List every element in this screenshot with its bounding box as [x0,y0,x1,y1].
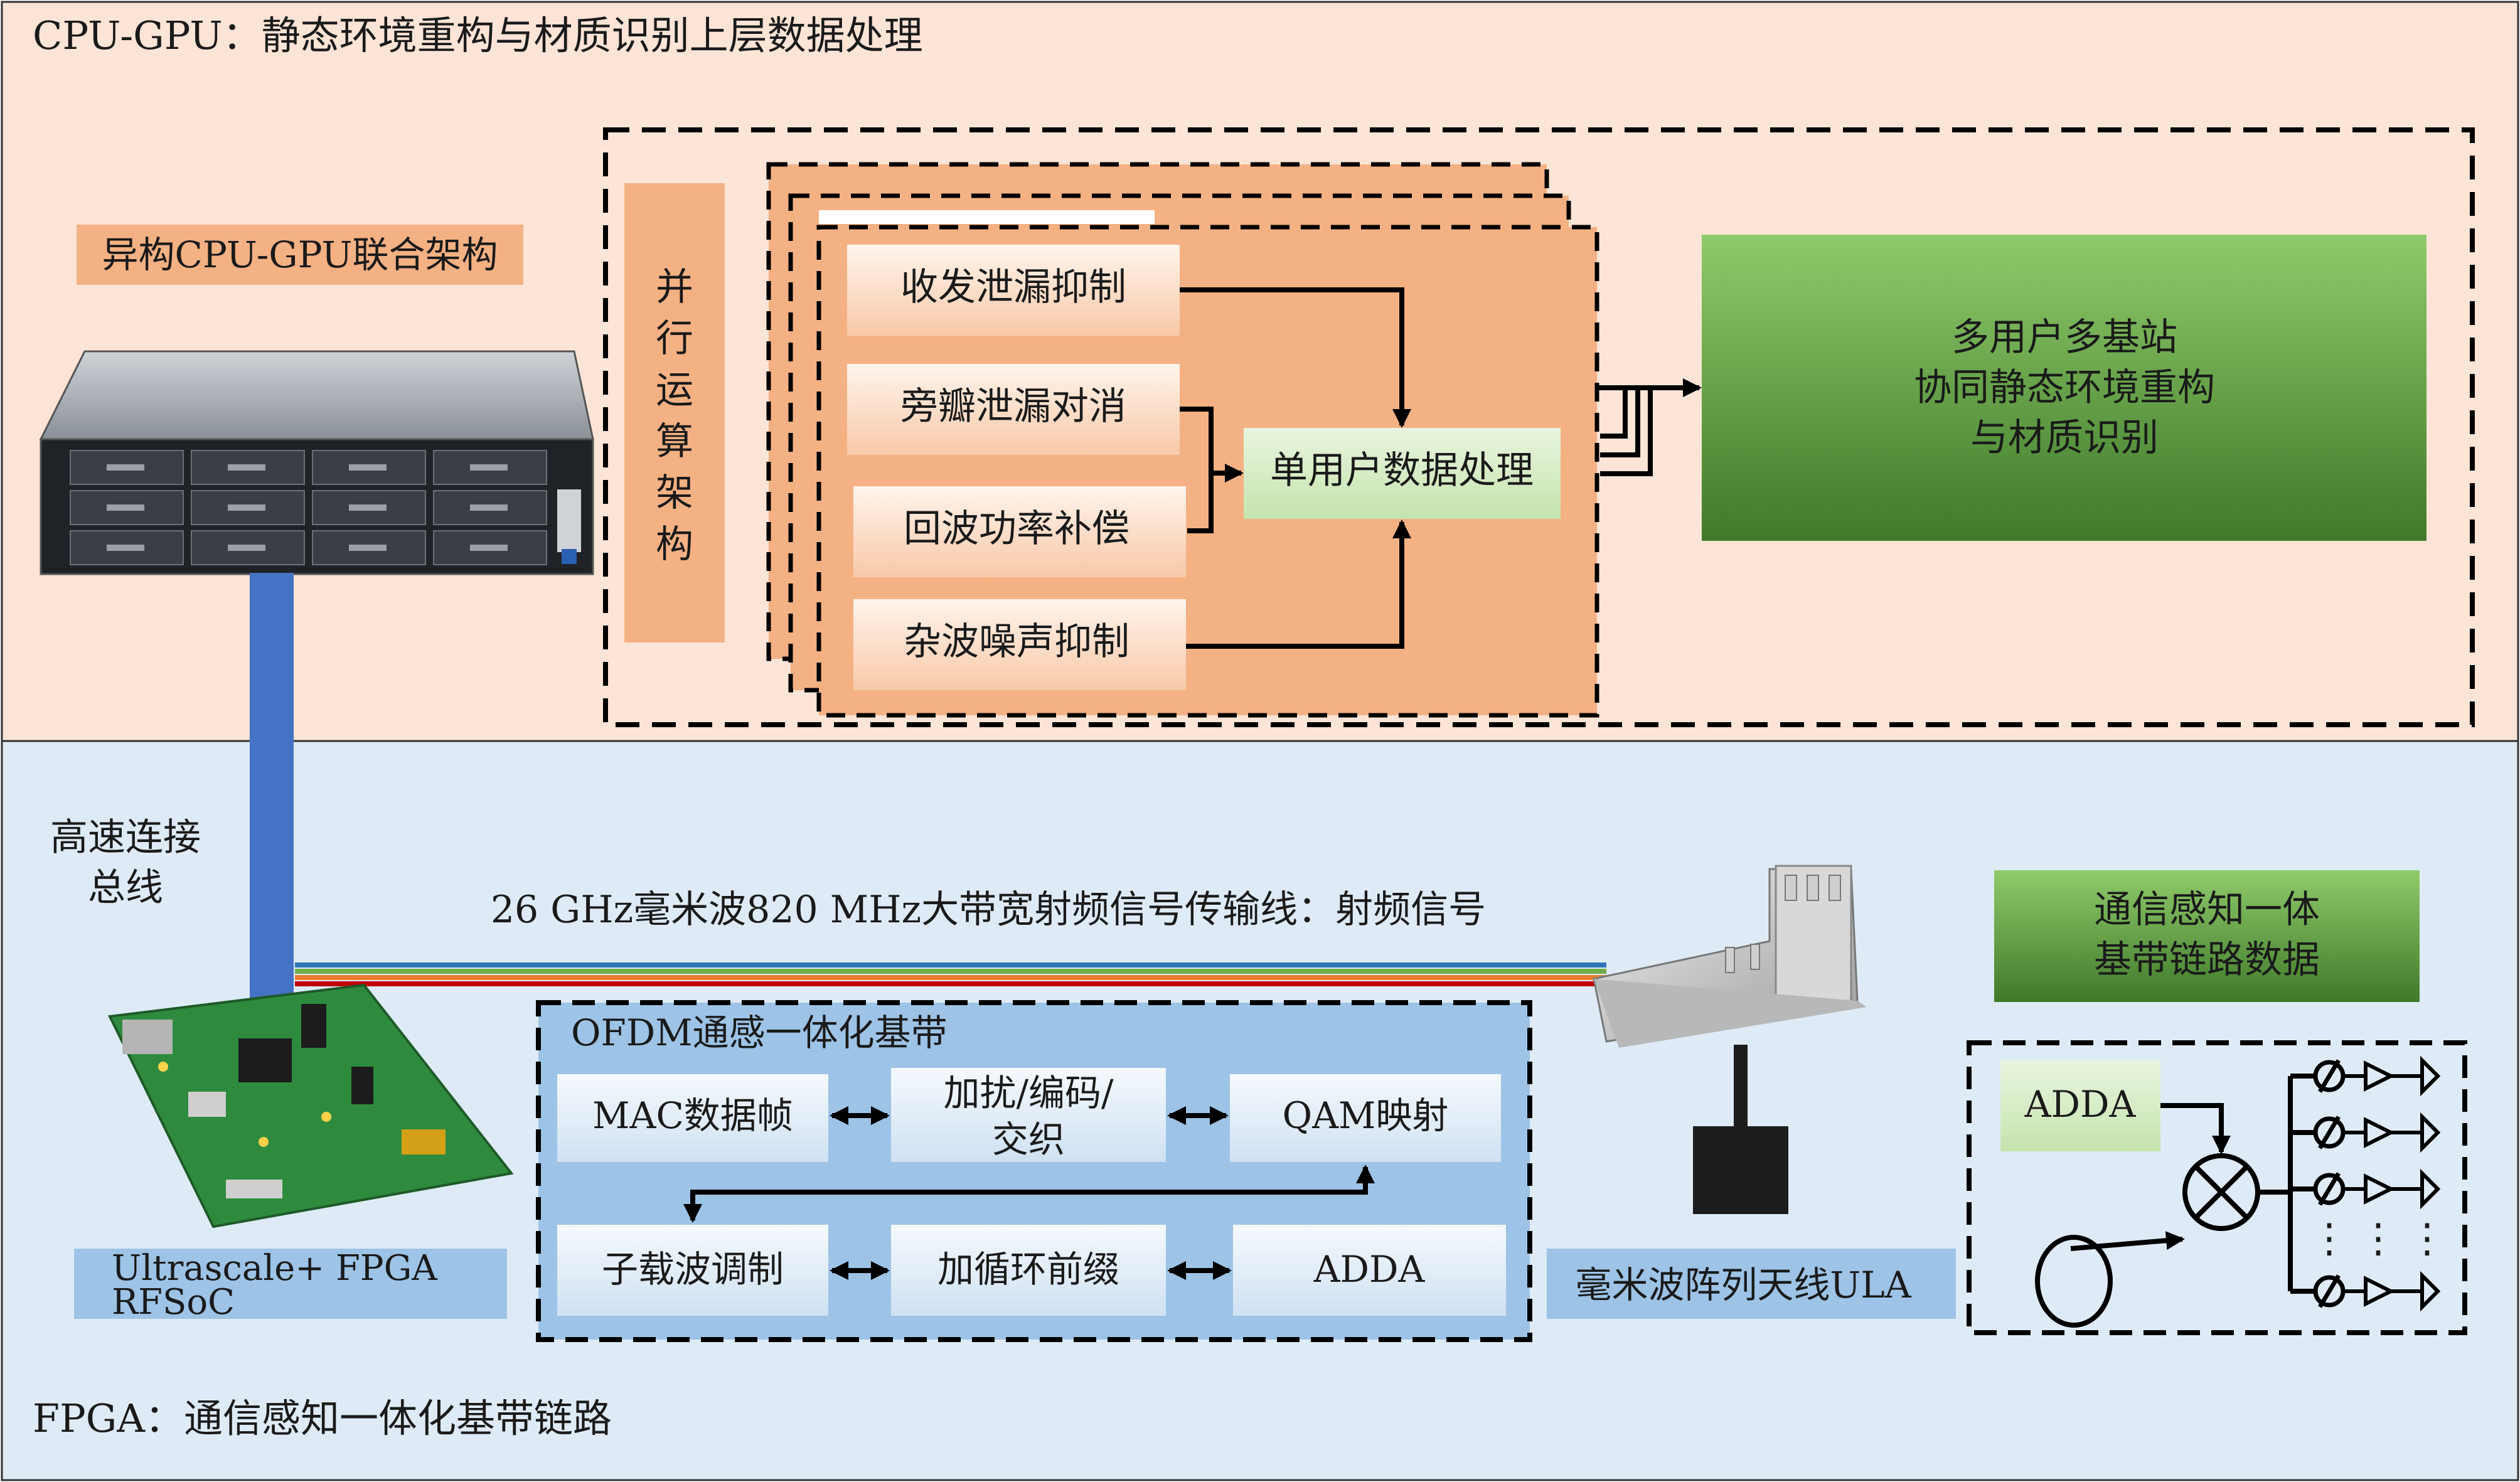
tx-leak-block [847,245,1180,336]
subcarrier-block [557,1225,828,1316]
echo-comp-block [853,486,1186,577]
svg-text:总线: 总线 [88,866,163,910]
antenna-label: 毫米波阵列天线ULA [1575,1264,1911,1306]
rf-adda-label: ADDA [2024,1083,2137,1126]
svg-text:算: 算 [656,420,693,464]
svg-text:架: 架 [656,471,693,515]
clutter-label: 杂波噪声抑制 [904,620,1129,664]
ofdm-connectors [683,1106,1375,1280]
echo-comp-label: 回波功率补偿 [904,507,1129,551]
scramble-label: 加扰/编码/ 交织 [943,1072,1114,1161]
svg-text:与材质识别: 与材质识别 [1970,416,2159,460]
oscillator-icon [2035,1235,2113,1328]
svg-text:并: 并 [656,265,693,309]
multi-user-output-label: 多用户多基站 协同静态环境重构 与材质识别 [1914,316,2215,460]
svg-text:多用户多基站: 多用户多基站 [1951,316,2177,360]
subcarrier-label: 子载波调制 [602,1248,784,1291]
tx-leak-label: 收发泄漏抑制 [900,265,1126,309]
svg-text:加扰/编码/: 加扰/编码/ [943,1072,1114,1114]
side-leak-block [847,364,1180,455]
board-label-box [74,1249,507,1319]
clutter-block [853,599,1186,690]
amplifier-icon [2343,1060,2395,1307]
svg-text:⋮: ⋮ [2407,1215,2447,1262]
fpga-board-icon [107,983,514,1229]
antenna-label-box [1547,1249,1956,1319]
svg-text:构: 构 [656,523,693,567]
side-leak-label: 旁瓣泄漏对消 [900,385,1126,429]
rf-transmission-lines [295,962,1606,986]
antenna-element-icon [2391,1055,2441,1312]
qam-block [1230,1074,1501,1162]
single-user-label: 单用户数据处理 [1270,449,1534,493]
board-label: Ultrascale+ FPGA RFSoC [112,1248,437,1323]
svg-text:⋮: ⋮ [2358,1215,2398,1262]
svg-text:交织: 交织 [992,1118,1065,1161]
rf-chain-region [1967,1040,2467,1335]
processing-region [603,127,2475,727]
platform-label-box [77,225,523,285]
svg-text:通信感知一体: 通信感知一体 [2094,888,2320,932]
rf-chain-connectors [2070,1074,2315,1294]
fpga-section-title: FPGA：通信感知一体化基带链路 [33,1395,612,1441]
adda-label: ADDA [1313,1248,1426,1291]
bus-label: 高速连接 总线 [50,816,201,910]
scramble-block [891,1068,1166,1162]
parallel-arch-label: 并 行 运 算 架 构 [656,265,693,567]
high-speed-bus [250,573,294,1000]
adda-block [1233,1225,1506,1316]
single-user-block [1244,428,1561,519]
parallel-arch-box [624,183,725,642]
rf-adda-block [2000,1060,2160,1151]
svg-text:Ultrascale+ FPGA: Ultrascale+ FPGA [112,1248,437,1289]
svg-text:基带链路数据: 基带链路数据 [2094,938,2320,982]
antenna-array-icon [1593,865,1867,1214]
qam-label: QAM映射 [1283,1094,1449,1137]
processing-connectors [1180,287,1411,649]
svg-text:RFSoC: RFSoC [112,1282,235,1323]
platform-label: 异构CPU-GPU联合架构 [102,233,498,276]
svg-text:运: 运 [656,368,693,412]
mac-block [557,1074,828,1162]
mac-label: MAC数据帧 [592,1094,793,1137]
cpu-section-title: CPU-GPU：静态环境重构与材质识别上层数据处理 [33,13,923,58]
ofdm-title: OFDM通感一体化基带 [571,1011,948,1054]
cp-block [891,1225,1166,1316]
baseband-data-box [1994,870,2420,1002]
svg-text:高速连接: 高速连接 [50,816,201,860]
output-connectors [1597,378,1702,476]
server-icon [39,350,594,575]
svg-text:行: 行 [656,317,693,361]
rf-line-label: 26 GHz毫米波820 MHz大带宽射频信号传输线：射频信号 [491,888,1486,932]
stack-page-tab [819,210,1155,224]
baseband-data-label: 通信感知一体 基带链路数据 [2094,888,2320,982]
svg-text:协同静态环境重构: 协同静态环境重构 [1914,366,2215,410]
multi-user-output-block [1702,235,2427,541]
cp-label: 加循环前缀 [937,1248,1119,1291]
svg-text:⋮: ⋮ [2309,1215,2349,1262]
rf-chain-ellipsis: ⋮ ⋮ ⋮ [2309,1215,2447,1262]
